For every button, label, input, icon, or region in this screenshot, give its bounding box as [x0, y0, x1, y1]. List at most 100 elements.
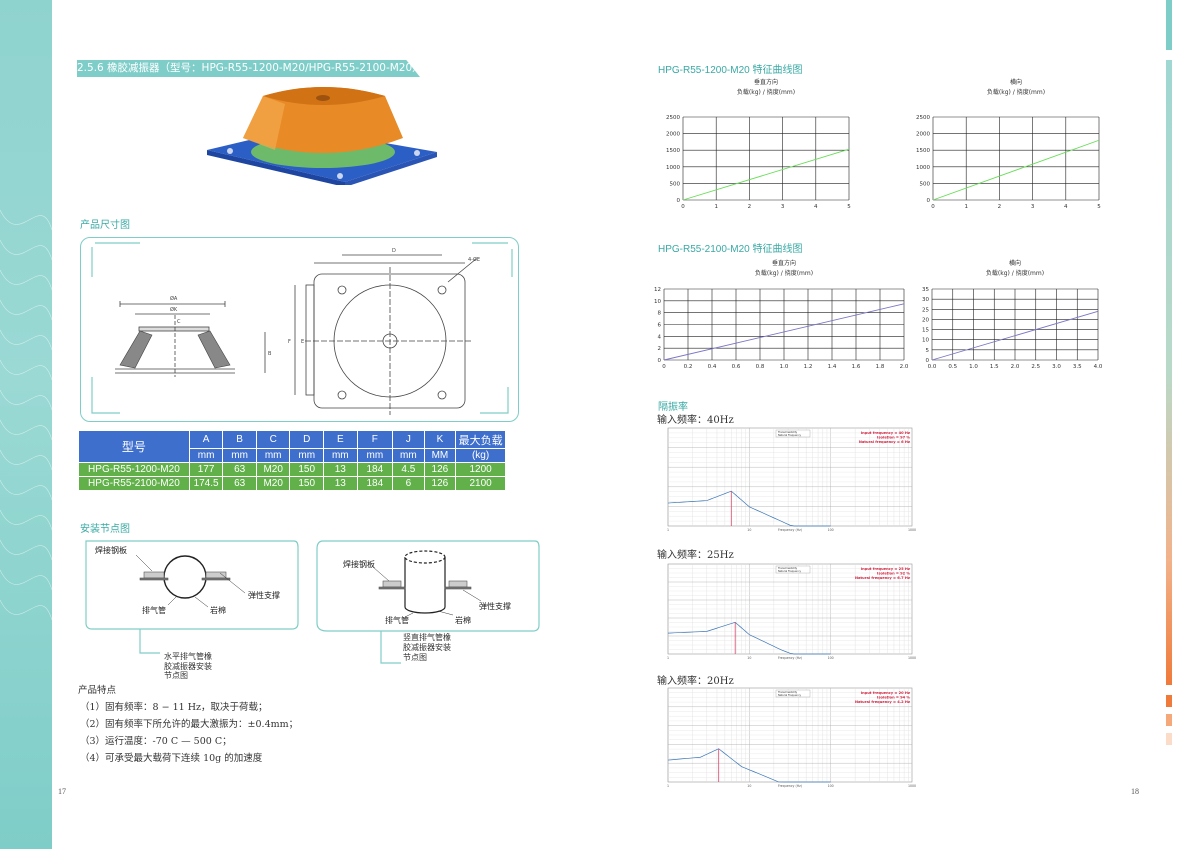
caption-line: 节点图	[403, 653, 427, 662]
table-cell: 13	[323, 462, 358, 477]
table-cell: M20	[255, 476, 291, 491]
transmissibility-curve	[667, 748, 831, 783]
table-unit: mm	[392, 448, 425, 463]
table-unit: (kg)	[455, 448, 506, 463]
feature-item: （4）可承受最大载荷下连续 10g 的加速度	[80, 753, 263, 764]
right-stripe-block	[1166, 695, 1172, 707]
table-cell: 63	[222, 462, 257, 477]
dim-label-c: C	[177, 319, 181, 325]
dim-label-e: E	[301, 339, 304, 345]
x-tick-label: 0	[931, 204, 935, 210]
x-tick-label: 1	[964, 204, 968, 210]
y-tick-label: 2500	[666, 115, 680, 121]
install-diagram-vertical: 焊接钢板 弹性支撑 排气管 岩棉	[316, 540, 540, 664]
x-tick-label: 100	[828, 784, 834, 788]
label-steel-plate: 焊接钢板	[343, 559, 375, 569]
x-tick-label: 10	[747, 656, 751, 660]
y-tick-label: 6	[658, 323, 662, 329]
table-header-j: J	[392, 430, 425, 449]
y-tick-label: 10	[922, 338, 929, 344]
series-line	[932, 139, 1100, 201]
label-steel-plate: 焊接钢板	[95, 545, 127, 555]
x-tick-label: 0.6	[732, 364, 741, 370]
x-tick-label: 2	[748, 204, 752, 210]
x-tick-label: 1.4	[828, 364, 837, 370]
table-cell: 184	[356, 476, 394, 491]
table-cell: 126	[423, 462, 457, 477]
annotation: Isolation = 92 %	[877, 572, 910, 576]
legend-box	[775, 689, 811, 698]
x-tick-label: 0.8	[756, 364, 765, 370]
table-unit: mm	[188, 448, 224, 463]
dim-label-f: F	[288, 339, 291, 345]
dimension-heading: 产品尺寸图	[80, 220, 130, 231]
table-cell: 150	[289, 462, 324, 477]
right-stripe-teal	[1166, 0, 1172, 50]
x-tick-label: 1.2	[804, 364, 813, 370]
y-tick-label: 30	[922, 297, 929, 303]
section-title-text: 2.5.6 橡胶减振器（型号：HPG-R55-1200-M20/HPG-R55-…	[77, 62, 423, 74]
label-rock-wool: 岩棉	[455, 615, 471, 625]
annotation: Natural frequency = 4.2 Hz	[855, 700, 910, 704]
table-cell: 1200	[455, 462, 506, 477]
x-tick-label: 0.2	[684, 364, 693, 370]
x-tick-label: 0.4	[708, 364, 717, 370]
x-tick-label: 0.0	[928, 364, 937, 370]
label-elastic-support: 弹性支撑	[479, 601, 511, 611]
right-stripe-block	[1166, 714, 1172, 726]
x-tick-label: 1.0	[969, 364, 978, 370]
x-tick-label: 1	[667, 656, 669, 660]
y-tick-label: 4	[658, 334, 662, 340]
x-tick-label: 5	[1097, 204, 1101, 210]
y-tick-label: 10	[654, 299, 661, 305]
chart-title: 垂直方向	[772, 259, 796, 267]
install-caption-vertical: 竖直排气管橡 胶减振器安装 节点图	[403, 633, 451, 663]
y-tick-label: 0	[927, 198, 931, 204]
dim-label-hole: 4-ØE	[468, 256, 480, 263]
table-row: HPG-R55-2100-M20 174.5 63 M20 150 13 184…	[78, 476, 506, 491]
table-unit: mm	[289, 448, 324, 463]
x-tick-label: 2.0	[1011, 364, 1020, 370]
y-tick-label: 2000	[666, 132, 680, 138]
install-heading: 安装节点图	[80, 524, 130, 535]
iso-label-20hz: 输入频率：20Hz	[657, 676, 734, 687]
chart-subtitle: 负载(kg) / 挠度(mm)	[986, 269, 1044, 277]
annotation: Input frequency = 40 Hz	[861, 431, 910, 435]
label-elastic-support: 弹性支撑	[248, 590, 280, 600]
y-tick-label: 1000	[916, 165, 930, 171]
x-tick-label: 0	[662, 364, 666, 370]
x-tick-label: 100	[828, 656, 834, 660]
table-cell: 177	[188, 462, 224, 477]
feature-item: （1）固有频率：8 − 11 Hz，取决于荷载；	[80, 702, 268, 713]
y-tick-label: 15	[922, 328, 929, 334]
legend-entry: Natural Frequency	[778, 433, 801, 437]
transmissibility-curve	[667, 490, 831, 527]
x-tick-label: 1.8	[876, 364, 885, 370]
table-unit: mm	[323, 448, 358, 463]
y-tick-label: 1000	[666, 165, 680, 171]
series-line	[682, 148, 850, 201]
y-tick-label: 2000	[916, 132, 930, 138]
table-cell: 174.5	[188, 476, 224, 491]
caption-line: 节点图	[164, 671, 188, 680]
x-tick-label: 1000	[908, 528, 916, 532]
chart-title: 横向	[1010, 78, 1022, 86]
x-tick-label: 1.5	[990, 364, 999, 370]
annotation: Natural frequency = 6.7 Hz	[855, 576, 910, 580]
page-number-left: 17	[58, 787, 66, 796]
y-tick-label: 2500	[916, 115, 930, 121]
table-row: HPG-R55-1200-M20 177 63 M20 150 13 184 4…	[78, 462, 506, 477]
table-header-f: F	[356, 430, 394, 449]
feature-item: （3）运行温度：-70 C — 500 C；	[80, 736, 232, 747]
series-line	[663, 303, 905, 361]
table-header-model: 型号	[78, 430, 190, 463]
table-header-e: E	[323, 430, 358, 449]
chart-subtitle: 负载(kg) / 挠度(mm)	[755, 269, 813, 277]
feature-item: （2）固有频率下所允许的最大激振为：±0.4mm；	[80, 719, 299, 730]
dimension-drawing: ØA ØK C B D E F 4-ØE	[91, 242, 513, 415]
x-tick-label: 3	[781, 204, 785, 210]
features-heading: 产品特点	[78, 685, 117, 696]
